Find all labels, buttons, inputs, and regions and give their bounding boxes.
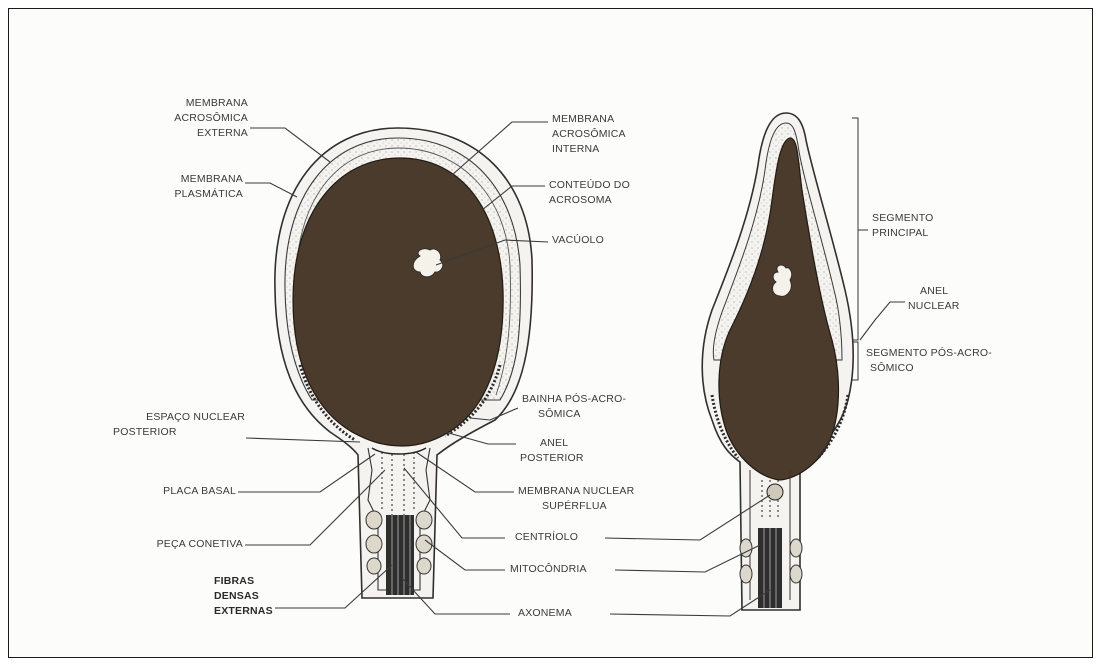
label-anel-nuclear: ANEL NUCLEAR [908,284,960,314]
label-axonema: AXONEMA [518,606,572,621]
label-fibras-densas-externas: FIBRAS DENSAS EXTERNAS [214,574,273,619]
label-peca-conetiva: PEÇA CONETIVA [110,537,243,552]
nucleus [293,158,503,446]
frontal-view [275,128,532,598]
label-membrana-acrosomica-externa: MEMBRANA ACROSÔMICA EXTERNA [138,96,248,141]
label-membrana-acrosomica-interna: MEMBRANA ACROSÔMICA INTERNA [552,112,626,157]
label-membrana-plasmatica: MEMBRANA PLASMÁTICA [138,172,243,202]
label-membrana-nuclear-superflua: MEMBRANA NUCLEAR SUPÉRFLUA [518,484,634,514]
bracket-segmento-principal [852,118,858,340]
label-segmento-principal: SEGMENTO PRINCIPAL [872,211,934,241]
label-placa-basal: PLACA BASAL [130,484,236,499]
label-vacuolo: VACÚOLO [552,233,604,248]
side-view [702,113,868,610]
label-segmento-pos-acrosomico: SEGMENTO PÓS-ACRO- SÔMICO [866,346,992,376]
label-mitocondria: MITOCÔNDRIA [510,562,587,577]
label-anel-posterior: ANEL POSTERIOR [520,436,584,466]
label-espaco-nuclear-posterior: ESPAÇO NUCLEAR POSTERIOR [110,410,245,440]
label-bainha-pos-acrosomica: BAINHA PÓS-ACRO- SÔMICA [522,392,626,422]
label-conteudo-do-acrosoma: CONTEÚDO DO ACROSOMA [549,178,630,208]
label-centriolo: CENTRÍOLO [515,530,578,545]
